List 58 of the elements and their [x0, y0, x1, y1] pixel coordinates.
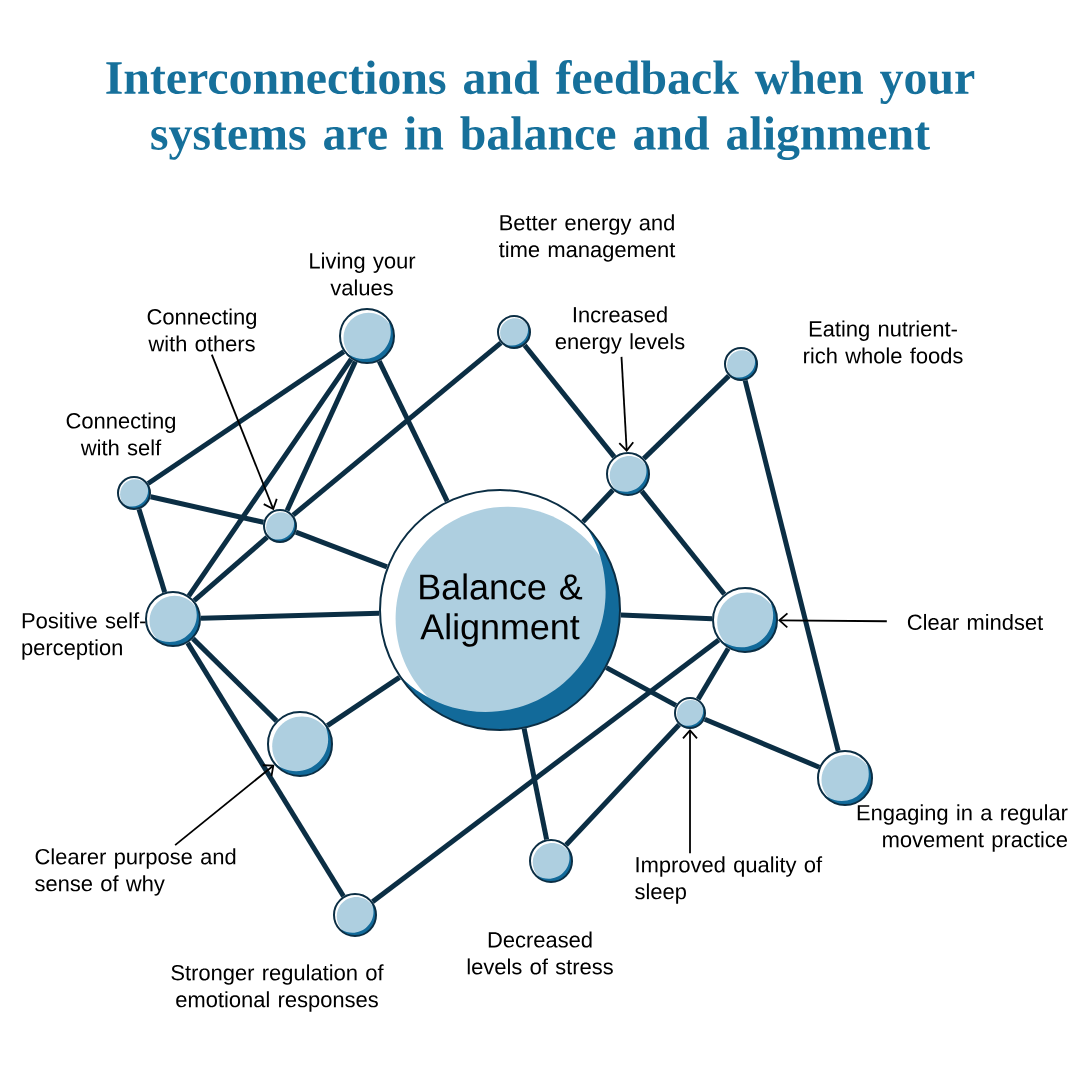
sphere	[145, 591, 201, 647]
connector-line	[522, 343, 617, 459]
leader-arrow	[618, 355, 635, 453]
connector-line	[581, 488, 615, 524]
node-label: Eating nutrient-rich whole foods	[804, 320, 963, 364]
leader-arrow	[682, 729, 698, 855]
node-label: Clearer purpose and sense of why	[35, 848, 236, 896]
connector-line	[742, 379, 841, 752]
node-label: Connecting with self	[66, 412, 175, 456]
title: Interconnections and feedback when your systems are in balance and alignment	[106, 60, 975, 160]
connector-line	[564, 722, 681, 847]
connector-line	[605, 665, 678, 708]
connector-line	[150, 494, 264, 525]
connector-line	[200, 610, 380, 621]
leader-arrow	[174, 764, 275, 847]
connector-line	[291, 340, 503, 518]
node-label: Connecting with others	[147, 308, 256, 352]
node-label: Positive self-perception	[22, 612, 146, 660]
leader-arrow	[210, 353, 278, 511]
node-label: Stronger regulation of emotional responses	[171, 964, 384, 1012]
connector-line	[696, 647, 731, 701]
connector-line	[620, 612, 713, 622]
sphere	[267, 711, 333, 777]
node-label: Better energy and time management	[499, 214, 676, 262]
connector-line	[371, 637, 721, 904]
sphere	[712, 587, 778, 653]
connector-line	[192, 535, 269, 603]
sphere	[333, 893, 377, 937]
connector-line	[521, 728, 550, 840]
sphere	[817, 750, 873, 806]
node-label: Clear mindset	[907, 613, 1044, 631]
connector-line	[295, 529, 388, 570]
sphere	[724, 347, 758, 381]
connector-line	[639, 489, 727, 596]
connector-line	[703, 716, 821, 770]
node-label: Increased energy levels	[555, 306, 685, 354]
sphere	[497, 315, 531, 349]
connector-line	[186, 357, 354, 598]
node-label: Improved quality of sleep	[635, 856, 823, 904]
connector-line	[136, 508, 168, 593]
sphere	[529, 839, 573, 883]
node-label: Decreased levels of stress	[467, 931, 613, 975]
sphere	[606, 452, 650, 496]
node-label: Living your values	[310, 252, 416, 296]
node-label: Engaging in a regular movement practice	[857, 804, 1068, 852]
sphere	[117, 476, 151, 510]
sphere	[339, 308, 395, 364]
connector-line	[377, 360, 450, 503]
connector-line	[326, 675, 401, 728]
leader-arrow	[778, 612, 888, 629]
connector-line	[642, 374, 731, 461]
connector-line	[185, 641, 346, 898]
sphere	[674, 697, 706, 729]
hub-sphere: Balance & Alignment	[379, 489, 621, 731]
connector-line	[284, 360, 358, 512]
connector-line	[146, 349, 346, 486]
sphere	[263, 509, 297, 543]
connector-line	[191, 636, 279, 723]
